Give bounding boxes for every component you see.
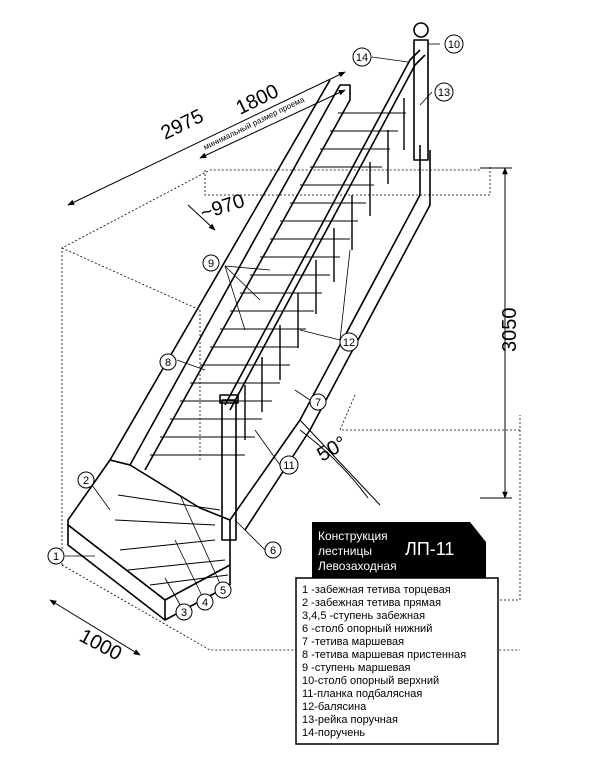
callout-6 bbox=[264, 541, 282, 559]
staircase-body bbox=[67, 22, 431, 621]
legend-title-line-2: лестницы bbox=[318, 544, 372, 558]
legend-item: 3,4,5 -ступень забежная bbox=[302, 610, 425, 622]
legend-item: 2 -забежная тетива прямая bbox=[302, 597, 441, 609]
svg-text:4: 4 bbox=[202, 597, 208, 609]
callout-10 bbox=[444, 34, 464, 54]
svg-text:14: 14 bbox=[356, 52, 368, 64]
dim-angle: 50° bbox=[314, 432, 351, 466]
dimension-lines bbox=[49, 71, 512, 656]
svg-text:7: 7 bbox=[315, 397, 321, 409]
svg-text:10: 10 bbox=[448, 39, 460, 51]
svg-text:9: 9 bbox=[208, 258, 214, 270]
legend-item: 11-планка подбалясная bbox=[302, 688, 422, 700]
svg-text:13: 13 bbox=[438, 87, 450, 99]
callout-12 bbox=[339, 332, 359, 352]
legend-body bbox=[295, 577, 499, 745]
callout-2 bbox=[77, 471, 95, 489]
legend-item: 8 -тетива маршевая пристенная bbox=[302, 649, 466, 661]
legend-item: 6 -столб опорный нижний bbox=[302, 623, 432, 635]
svg-text:3: 3 bbox=[181, 607, 187, 619]
legend: Конструкция лестницы Левозаходная ЛП-11 … bbox=[295, 522, 499, 745]
legend-item: 14-поручень bbox=[302, 727, 365, 739]
legend-item: 7 -тетива маршевая bbox=[302, 636, 404, 648]
svg-text:5: 5 bbox=[220, 585, 226, 597]
svg-text:2: 2 bbox=[83, 475, 89, 487]
dim-total-length: 2975 bbox=[158, 105, 208, 144]
svg-text:6: 6 bbox=[270, 545, 276, 557]
callout-4 bbox=[196, 593, 214, 611]
callout-14 bbox=[352, 47, 372, 67]
legend-title-line-1: Конструкция bbox=[318, 529, 388, 543]
legend-item: 13-рейка поручная bbox=[302, 714, 398, 726]
callout-3 bbox=[175, 603, 193, 621]
dim-height: 3050 bbox=[499, 308, 521, 353]
callout-11 bbox=[279, 455, 299, 475]
callout-group bbox=[65, 43, 440, 611]
legend-item: 1 -забежная тетива торцевая bbox=[302, 584, 451, 596]
callout-9 bbox=[202, 254, 220, 272]
legend-model: ЛП-11 bbox=[405, 539, 454, 559]
legend-header bbox=[312, 522, 486, 578]
svg-text:12: 12 bbox=[343, 337, 355, 349]
callout-5 bbox=[214, 581, 232, 599]
callout-7 bbox=[309, 393, 327, 411]
legend-item: 12-балясина bbox=[302, 701, 367, 713]
callout-bubbles bbox=[47, 34, 464, 621]
legend-item: 9 -ступень маршевая bbox=[302, 662, 411, 674]
svg-text:8: 8 bbox=[165, 357, 171, 369]
svg-text:1: 1 bbox=[53, 551, 59, 563]
callout-13 bbox=[434, 82, 454, 102]
legend-item: 10-столб опорный верхний bbox=[302, 675, 439, 687]
callout-8 bbox=[159, 353, 177, 371]
callout-1 bbox=[47, 547, 65, 565]
legend-title-line-3: Левозаходная bbox=[318, 559, 397, 573]
callout-labels: 1 2 3 4 5 6 7 8 9 10 11 12 13 14 bbox=[53, 39, 460, 619]
svg-text:11: 11 bbox=[283, 460, 294, 472]
